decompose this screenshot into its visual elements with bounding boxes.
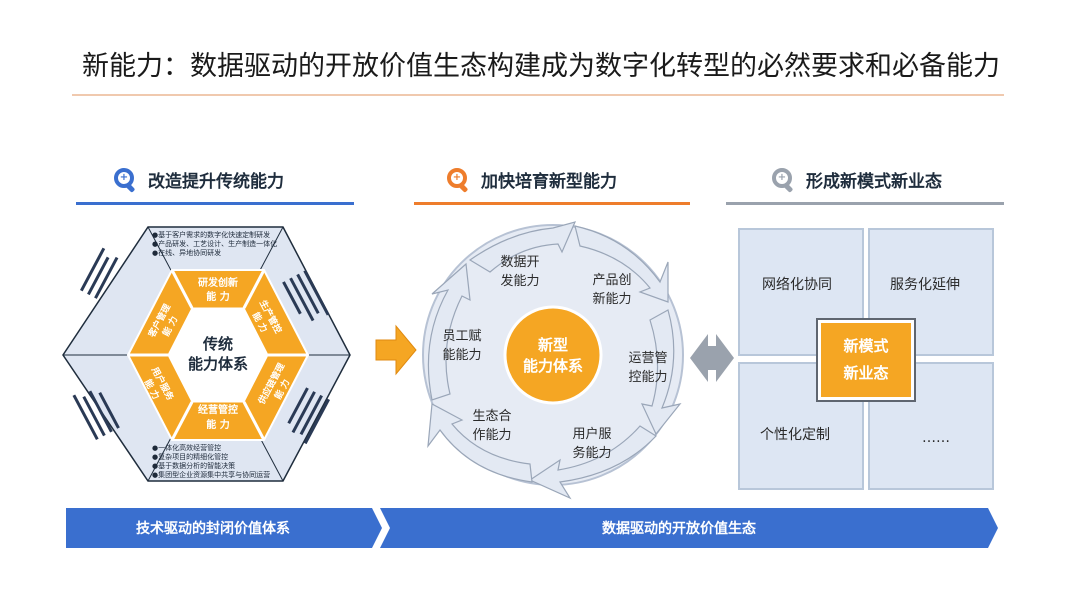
cycle-item-6-line2: 能能力 bbox=[442, 348, 481, 363]
center-box-line2: 新业态 bbox=[843, 364, 889, 382]
cycle-item-3-line1: 运营管 bbox=[628, 351, 667, 366]
page-title: 新能力：数据驱动的开放价值生态构建成为数字化转型的必然要求和必备能力 bbox=[82, 51, 1000, 82]
segment-bottom-line2: 能 力 bbox=[206, 418, 229, 431]
cycle-center-line2: 能力体系 bbox=[523, 357, 583, 375]
grid-label-top-right: 服务化延伸 bbox=[890, 277, 960, 293]
bottom-bullet-3: ●基于数据分析的智能决策 bbox=[152, 462, 236, 470]
top-bullet-1: ●基于客户需求的数字化快速定制研发 bbox=[152, 231, 271, 239]
cycle-item-5-line2: 作能力 bbox=[472, 428, 511, 443]
bottom-bullet-2: ●复杂项目的精细化管控 bbox=[152, 453, 229, 461]
magnifier-plus-icon: + bbox=[112, 166, 138, 193]
cycle-diagram: 新型 能力体系 数据开 发能力 产品创 新能力 运营管 控能力 用户服 务能力 … bbox=[422, 221, 684, 500]
hexagon-center-line1: 传统 bbox=[202, 335, 233, 353]
grid-label-bottom-left: 个性化定制 bbox=[760, 427, 830, 443]
grid-label-bottom-right: …… bbox=[922, 430, 950, 446]
section-title-right: 形成新模式新业态 bbox=[806, 171, 942, 192]
section-rule-mid bbox=[414, 202, 690, 205]
section-rule-left bbox=[76, 202, 354, 205]
section-header-mid: + 加快培育新型能力 bbox=[445, 164, 617, 194]
hexagon-center-line2: 能力体系 bbox=[188, 355, 248, 373]
cycle-item-1-line2: 发能力 bbox=[500, 273, 539, 289]
top-bullet-2: ●产品研发、工艺设计、生产制造一体化 bbox=[152, 240, 278, 248]
cycle-item-3-line2: 控能力 bbox=[628, 370, 667, 385]
bottom-bullet-1: ●一体化高效经营管控 bbox=[152, 444, 222, 452]
cycle-item-5-line1: 生态合 bbox=[472, 409, 511, 424]
hexagon-top-bullets: ●基于客户需求的数字化快速定制研发 ●产品研发、工艺设计、生产制造一体化 ●在线… bbox=[152, 231, 277, 258]
banner-left-shape bbox=[66, 508, 382, 548]
top-bullet-3: ●在线、异地协同研发 bbox=[152, 249, 222, 257]
cycle-item-2-line2: 新能力 bbox=[592, 291, 631, 307]
section-header-left: + 改造提升传统能力 bbox=[112, 164, 284, 194]
new-mode-center-box: 新模式 新业态 bbox=[816, 318, 916, 402]
banner-right-shape bbox=[380, 508, 998, 548]
cycle-item-4-line2: 务能力 bbox=[572, 445, 611, 461]
double-arrow-icon bbox=[690, 334, 734, 382]
side-bullets-decor bbox=[72, 247, 330, 445]
cycle-center-line1: 新型 bbox=[538, 336, 568, 354]
title-divider bbox=[72, 94, 1004, 96]
section-title-left: 改造提升传统能力 bbox=[148, 171, 284, 192]
magnifier-plus-icon: + bbox=[445, 166, 471, 193]
center-box-line1: 新模式 bbox=[843, 337, 889, 355]
right-arrow-icon bbox=[375, 324, 417, 376]
cycle-item-6-line1: 员工赋 bbox=[442, 329, 481, 344]
cycle-item-1-line1: 数据开 bbox=[500, 255, 539, 270]
banner-left-text: 技术驱动的封闭价值体系 bbox=[136, 521, 290, 537]
section-title-mid: 加快培育新型能力 bbox=[481, 171, 617, 192]
cycle-item-4-line1: 用户服 bbox=[572, 426, 611, 442]
segment-top-line1: 研发创新 bbox=[198, 276, 238, 289]
magnifier-plus-icon: + bbox=[770, 166, 796, 193]
cycle-item-2-line1: 产品创 bbox=[592, 273, 631, 288]
banner-right-text: 数据驱动的开放价值生态 bbox=[602, 521, 756, 537]
segment-bottom-line1: 经营管控 bbox=[198, 403, 238, 416]
grid-label-top-left: 网络化协同 bbox=[762, 277, 832, 293]
section-header-right: + 形成新模式新业态 bbox=[770, 164, 942, 194]
hexagon-diagram: 传统 能力体系 研发创新 能 力 经营管控 能 力 生产管控 能 力 供应链管理… bbox=[62, 226, 351, 482]
section-rule-right bbox=[726, 202, 1004, 205]
segment-top-line2: 能 力 bbox=[206, 290, 229, 303]
bottom-bullet-4: ●集团型企业资源集中共享与协同运营 bbox=[152, 471, 271, 479]
hexagon-bottom-bullets: ●一体化高效经营管控 ●复杂项目的精细化管控 ●基于数据分析的智能决策 ●集团型… bbox=[152, 444, 270, 480]
